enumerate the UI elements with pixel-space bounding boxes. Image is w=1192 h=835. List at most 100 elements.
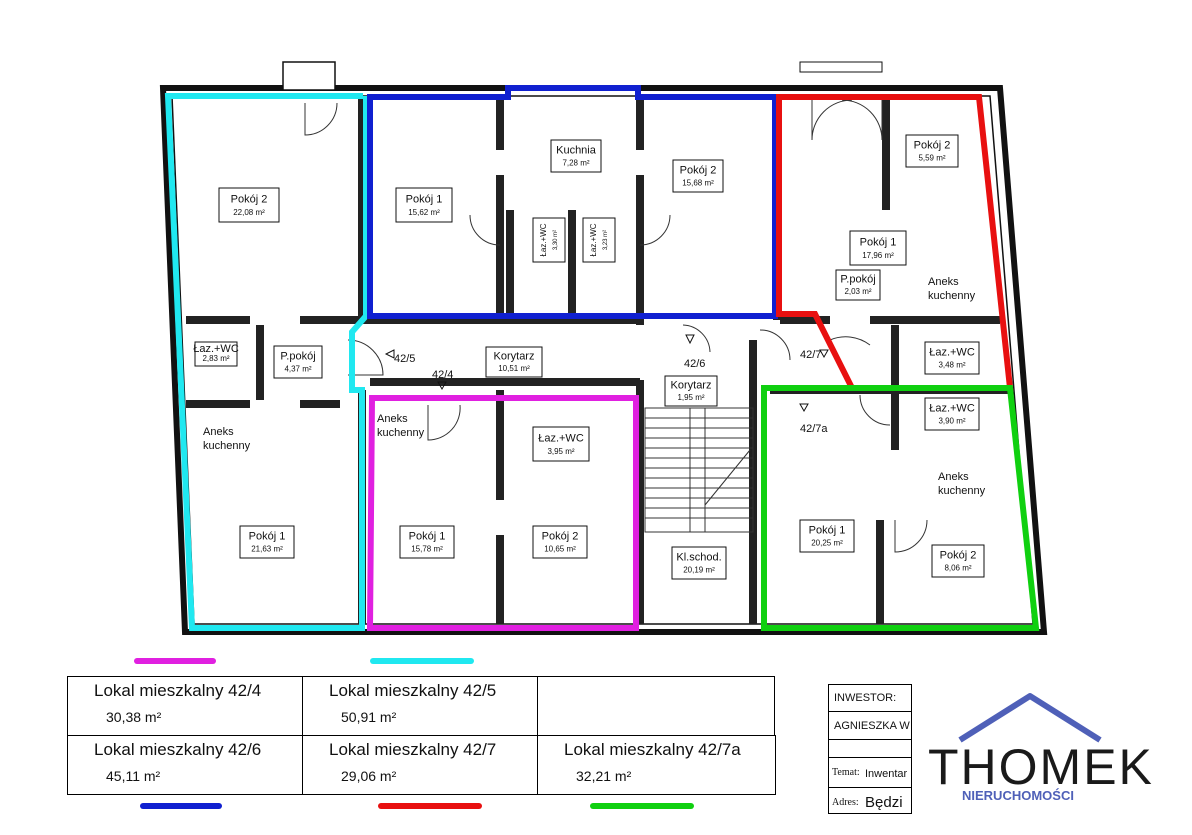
staircase	[644, 407, 754, 533]
room-name: Pokój 2	[914, 139, 951, 151]
floor-plan: Pokój 2 22,08 m² Pokój 115,62 m² Kuchnia 7,2…	[159, 61, 1048, 635]
room-label-box	[931, 544, 985, 578]
room-label-box	[672, 159, 724, 193]
room-label-box	[905, 134, 959, 168]
unit-outlines	[164, 85, 1040, 631]
room-area: 3,95 m²	[547, 447, 574, 456]
legend-cell-42-7a: Lokal mieszkalny 42/7a 32,21 m²	[537, 735, 776, 795]
room-name: Kl.schod.	[676, 551, 721, 563]
room-label-box	[849, 230, 907, 266]
room-label: Łaz.+WC2,83 m²	[193, 341, 239, 367]
room-label: Kl.schod.20,19 m²	[671, 546, 727, 580]
room-label: Pokój 1 21,63 m²	[239, 525, 295, 559]
room-area: 7,28 m²	[562, 159, 589, 168]
room-label: P.pokój 4,37 m²	[273, 345, 323, 379]
room-area: 3,90 m²	[938, 417, 965, 426]
logo-brand: THOMEK	[928, 739, 1154, 795]
legend-swatch-42-7a	[590, 803, 694, 809]
unit-title: Lokal mieszkalny 42/5	[329, 681, 497, 700]
adres-label: Adres:	[832, 797, 859, 808]
room-label: Pokój 25,59 m²	[905, 134, 959, 168]
aneks-label-3: Aneks	[928, 276, 959, 288]
room-label: Łaz.+WC 3,23 m²	[582, 217, 616, 263]
entrance-triangles	[384, 334, 829, 413]
room-label-box	[395, 187, 453, 223]
room-name: Kuchnia	[556, 144, 597, 156]
logo-tagline: NIERUCHOMOŚCI	[962, 788, 1074, 803]
room-name: Łaz.+WC	[929, 402, 975, 414]
room-label: Łaz.+WC 3,90 m²	[924, 397, 980, 431]
aneks-label-3b: kuchenny	[928, 290, 976, 302]
room-label: Pokój 215,68 m²	[672, 159, 724, 193]
unit-area: 45,11 m²	[106, 768, 161, 784]
room-area: 3,48 m²	[938, 361, 965, 370]
room-area: 3,30 m²	[553, 230, 559, 250]
unit-area: 32,21 m²	[576, 768, 632, 784]
room-area: 8,06 m²	[944, 564, 971, 573]
free-labels: Aneks kuchenny Aneks kuchenny Aneks kuch…	[203, 276, 986, 497]
room-label-box	[550, 139, 602, 173]
aneks-label-4b: kuchenny	[938, 485, 986, 497]
legend-swatch-42-7	[378, 803, 482, 809]
room-name: Łaz.+WC	[538, 432, 584, 444]
room-label: Kuchnia 7,28 m²	[550, 139, 602, 173]
room-label: Pokój 117,96 m²	[849, 230, 907, 266]
room-label-box	[218, 187, 280, 223]
room-area: 15,78 m²	[411, 545, 443, 554]
room-label-box	[671, 546, 727, 580]
room-label-box	[799, 519, 855, 553]
unit-title: Lokal mieszkalny 42/6	[94, 740, 262, 759]
room-name: Korytarz	[494, 351, 535, 363]
room-name: Pokój 1	[809, 524, 846, 536]
door-mark-42-5: 42/5	[394, 353, 415, 365]
room-name: Łaz.+WC	[589, 223, 598, 256]
legend-swatch-42-4	[134, 658, 216, 664]
legend-swatch-42-5	[370, 658, 474, 664]
room-name: Pokój 1	[406, 193, 443, 205]
room-area: 2,83 m²	[202, 354, 229, 363]
room-name: Pokój 2	[231, 193, 268, 205]
room-name: Pokój 1	[249, 530, 286, 542]
room-label-box	[835, 269, 881, 301]
unit-area: 29,06 m²	[341, 768, 397, 784]
room-area: 21,63 m²	[251, 545, 283, 554]
room-name: P.pokój	[840, 274, 875, 286]
room-name: P.pokój	[280, 350, 315, 362]
room-label-box	[532, 217, 566, 263]
room-name: Korytarz	[671, 380, 712, 392]
room-name: Łaz.+WC	[539, 223, 548, 256]
door-mark-42-7a: 42/7a	[800, 423, 828, 435]
room-label: Pokój 115,62 m²	[395, 187, 453, 223]
door-mark-42-7: 42/7	[800, 349, 821, 361]
room-name: Pokój 1	[409, 530, 446, 542]
roof-icon	[958, 693, 1102, 743]
room-label-box	[194, 341, 238, 367]
outline-42-5	[164, 93, 369, 631]
room-name: Pokój 2	[542, 530, 579, 542]
legend-cell-42-5: Lokal mieszkalny 42/5 50,91 m²	[302, 676, 538, 736]
aneks-label-2b: kuchenny	[377, 427, 425, 439]
unit-area: 30,38 m²	[106, 709, 162, 725]
aneks-label-1b: kuchenny	[203, 440, 251, 452]
room-label-box	[485, 346, 543, 378]
investor-label: INWESTOR:	[834, 692, 897, 704]
legend-cell-42-7: Lokal mieszkalny 42/7 29,06 m²	[302, 735, 538, 795]
unit-title: Lokal mieszkalny 42/7a	[564, 740, 741, 759]
room-label: Łaz.+WC 3,30 m²	[532, 217, 566, 263]
room-name: Pokój 1	[860, 236, 897, 248]
room-label-box	[924, 397, 980, 431]
aneks-label-2: Aneks	[377, 413, 408, 425]
room-area: 22,08 m²	[233, 208, 265, 217]
legend-cell-42-4: Lokal mieszkalny 42/4 30,38 m²	[67, 676, 303, 736]
room-label-box	[399, 525, 455, 559]
room-label-box	[273, 345, 323, 379]
door-mark-42-6: 42/6	[684, 358, 705, 370]
room-area: 3,23 m²	[603, 230, 609, 250]
room-name: Pokój 2	[680, 164, 717, 176]
legend-cell-42-6: Lokal mieszkalny 42/6 45,11 m²	[67, 735, 303, 795]
unit-area: 50,91 m²	[341, 709, 397, 725]
room-label: Łaz.+WC3,48 m²	[924, 341, 980, 375]
room-area: 4,37 m²	[284, 365, 311, 374]
